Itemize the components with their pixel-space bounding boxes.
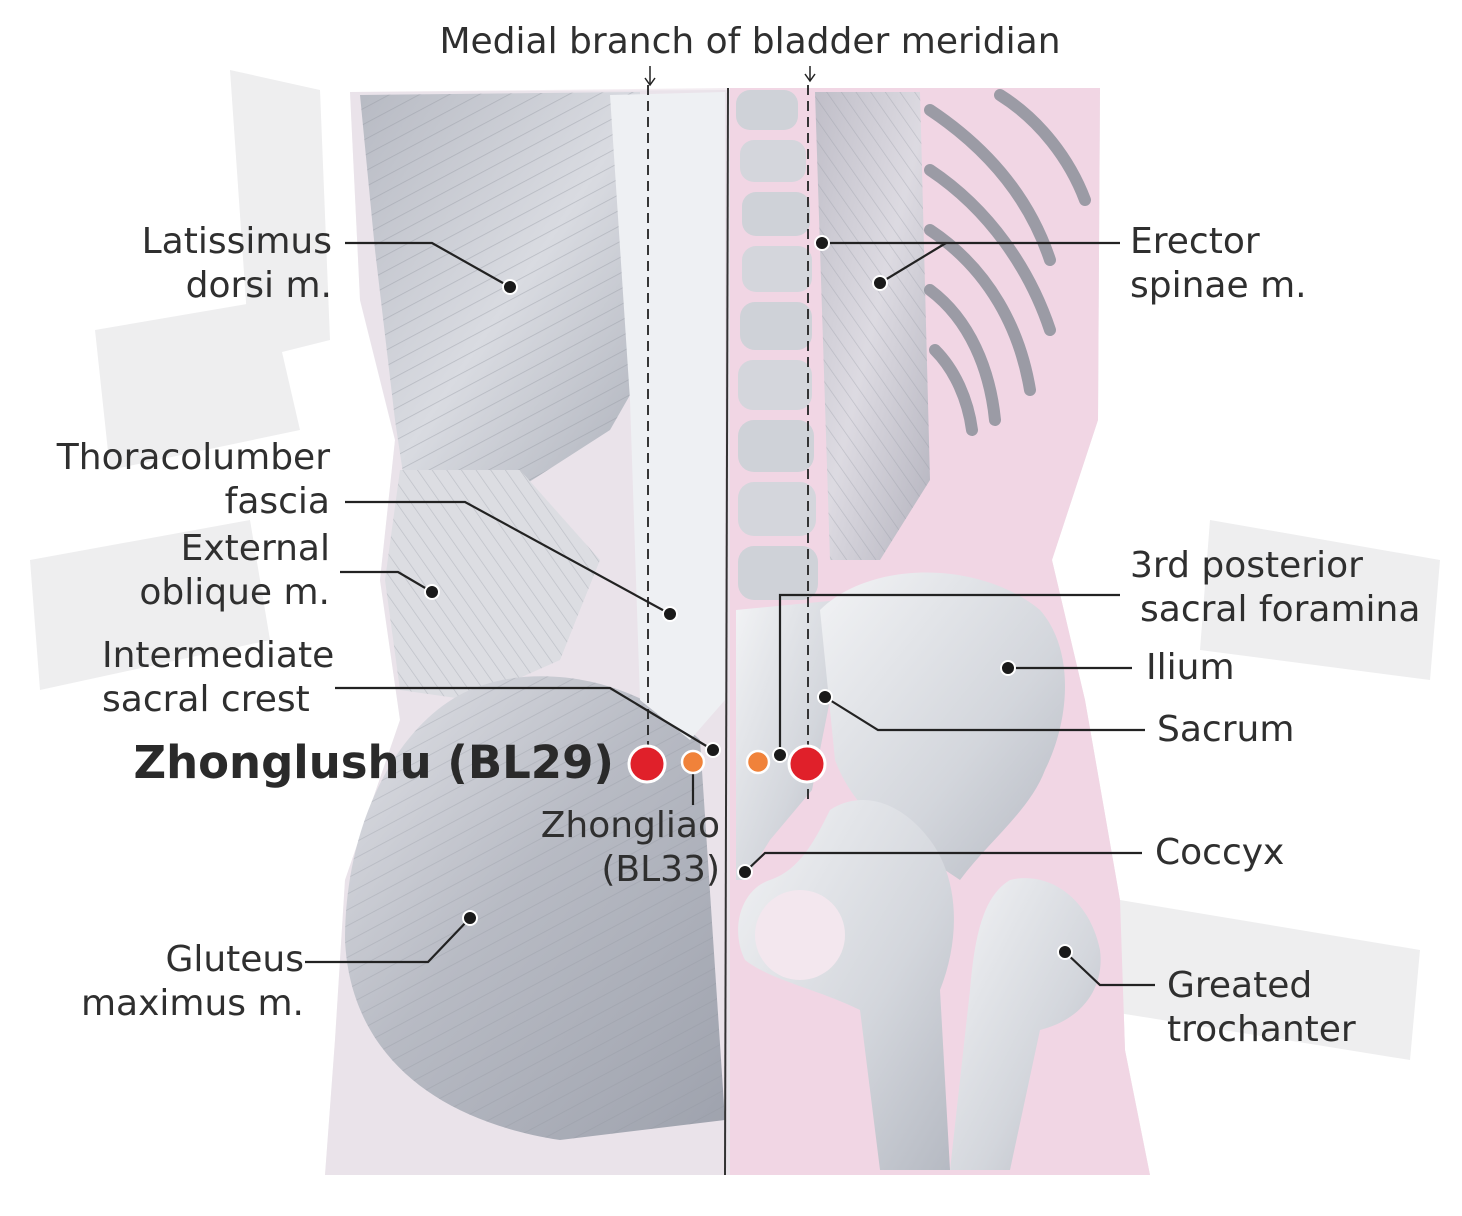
label-greater-trochanter: Greated trochanter: [1167, 964, 1356, 1052]
label-intermediate-sacral-crest: Intermediate sacral crest: [102, 634, 334, 722]
label-line: fascia: [224, 481, 330, 522]
label-line: Greated: [1167, 965, 1313, 1006]
label-sacral-foramina: 3rd posterior sacral foramina: [1130, 544, 1420, 632]
label-line: External: [180, 528, 330, 569]
label-ilium: Ilium: [1146, 647, 1235, 688]
midline: [724, 87, 729, 1176]
label-sacrum: Sacrum: [1157, 709, 1295, 750]
acupoints: [627, 744, 827, 784]
label-line: Intermediate: [102, 635, 335, 676]
label-latissimus-dorsi: Latissimus dorsi m.: [142, 220, 332, 308]
watermark: [30, 70, 1440, 1060]
label-coccyx: Coccyx: [1155, 832, 1285, 873]
label-line: Thoracolumber: [56, 437, 330, 478]
label-line: Zhongliao: [540, 805, 720, 846]
label-gluteus-maximus: Gluteus maximus m.: [81, 938, 304, 1026]
label-line: (BL33): [601, 849, 720, 890]
label-line: dorsi m.: [185, 265, 332, 306]
label-line: Gluteus: [165, 939, 304, 980]
diagram-title: Medial branch of bladder meridian: [439, 21, 1061, 62]
label-line: sacral foramina: [1140, 589, 1421, 630]
zhongliao-point-right[interactable]: [745, 749, 771, 775]
leader-dots: [424, 235, 1073, 960]
label-thoracolumbar-fascia: Thoracolumber fascia: [57, 436, 330, 524]
label-line: oblique m.: [139, 572, 330, 613]
zhonglushu-point-left[interactable]: [627, 744, 667, 784]
meridian-arrows: [644, 66, 816, 87]
meridian-lines: [647, 85, 809, 800]
label-line: Latissimus: [141, 221, 332, 262]
label-external-oblique: External oblique m.: [139, 527, 330, 615]
label-line: Erector: [1130, 221, 1260, 262]
zhongliao-point-left[interactable]: [680, 749, 706, 775]
label-zhongliao: Zhongliao (BL33): [541, 804, 720, 892]
label-line: sacral crest: [102, 679, 310, 720]
leader-lines: [305, 241, 1155, 987]
left-muscles: [345, 92, 725, 1140]
label-line: maximus m.: [80, 983, 304, 1024]
spine: [736, 90, 840, 880]
label-line: trochanter: [1167, 1009, 1356, 1050]
label-line: spinae m.: [1130, 265, 1307, 306]
label-zhonglushu: Zhonglushu (BL29): [133, 736, 614, 789]
zhonglushu-point-right[interactable]: [787, 744, 827, 784]
right-structures: [815, 89, 1091, 560]
label-erector-spinae: Erector spinae m.: [1130, 220, 1307, 308]
label-line: 3rd posterior: [1130, 545, 1363, 586]
